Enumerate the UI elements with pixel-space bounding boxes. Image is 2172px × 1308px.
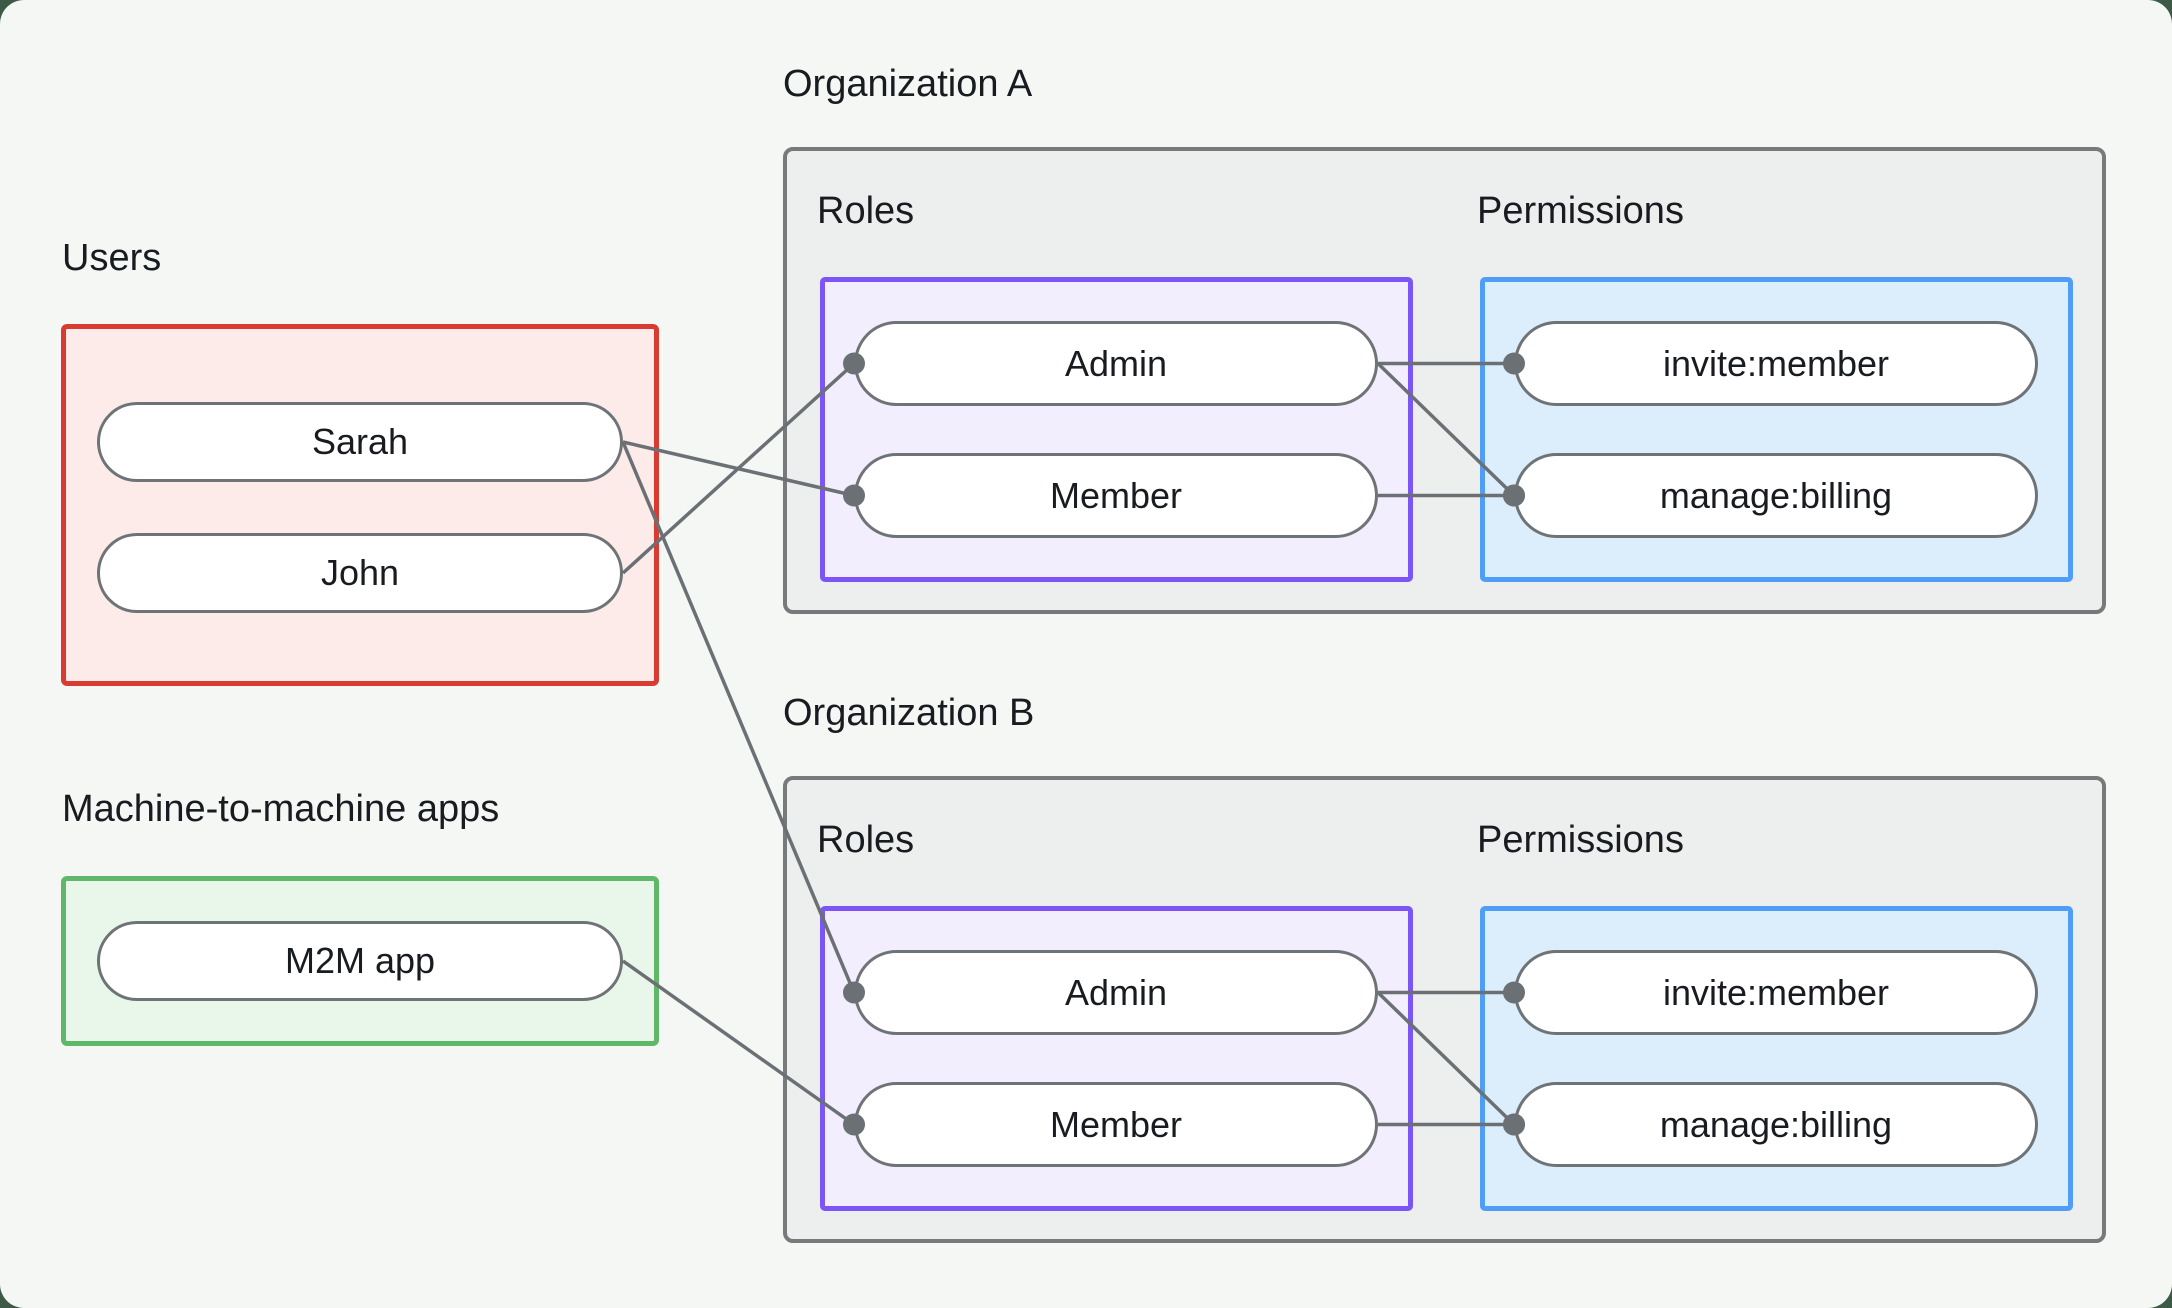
org-a-container: Roles Permissions Admin Member invite:me… bbox=[783, 147, 2106, 614]
org-a-roles-label: Roles bbox=[817, 190, 915, 232]
user-node-label: John bbox=[320, 552, 400, 593]
role-node-label: Member bbox=[1049, 474, 1183, 516]
m2m-group-box: M2M app bbox=[61, 876, 659, 1046]
role-node-label: Admin bbox=[1064, 342, 1168, 384]
org-a-permission-invite-member: invite:member bbox=[1514, 321, 2038, 406]
permission-node-label: invite:member bbox=[1662, 971, 1890, 1013]
org-b-permission-manage-billing: manage:billing bbox=[1514, 1082, 2038, 1167]
org-a-role-member: Member bbox=[854, 453, 1378, 538]
org-b-title: Organization B bbox=[783, 692, 1035, 734]
org-a-role-admin: Admin bbox=[854, 321, 1378, 406]
org-a-permission-manage-billing: manage:billing bbox=[1514, 453, 2038, 538]
org-b-container: Roles Permissions Admin Member invite:me… bbox=[783, 776, 2106, 1243]
users-group-box: Sarah John bbox=[61, 324, 659, 686]
org-b-role-member: Member bbox=[854, 1082, 1378, 1167]
user-node-john: John bbox=[97, 533, 623, 613]
org-a-permissions-box: invite:member manage:billing bbox=[1480, 277, 2073, 582]
user-node-label: Sarah bbox=[311, 421, 409, 462]
permission-node-label: invite:member bbox=[1662, 342, 1890, 384]
org-b-role-admin: Admin bbox=[854, 950, 1378, 1035]
role-node-label: Admin bbox=[1064, 971, 1168, 1013]
role-node-label: Member bbox=[1049, 1103, 1183, 1145]
permission-node-label: manage:billing bbox=[1659, 474, 1893, 516]
org-a-title: Organization A bbox=[783, 63, 1033, 105]
m2m-node-label: M2M app bbox=[284, 940, 436, 981]
m2m-section-title: Machine-to-machine apps bbox=[62, 788, 500, 830]
m2m-app-node: M2M app bbox=[97, 921, 623, 1001]
org-b-permission-invite-member: invite:member bbox=[1514, 950, 2038, 1035]
org-b-permissions-box: invite:member manage:billing bbox=[1480, 906, 2073, 1211]
permission-node-label: manage:billing bbox=[1659, 1103, 1893, 1145]
users-section-title: Users bbox=[62, 237, 162, 279]
org-b-roles-label: Roles bbox=[817, 819, 915, 861]
user-node-sarah: Sarah bbox=[97, 402, 623, 482]
org-b-roles-box: Admin Member bbox=[820, 906, 1413, 1211]
org-a-roles-box: Admin Member bbox=[820, 277, 1413, 582]
org-a-permissions-label: Permissions bbox=[1477, 190, 1684, 232]
org-b-permissions-label: Permissions bbox=[1477, 819, 1684, 861]
